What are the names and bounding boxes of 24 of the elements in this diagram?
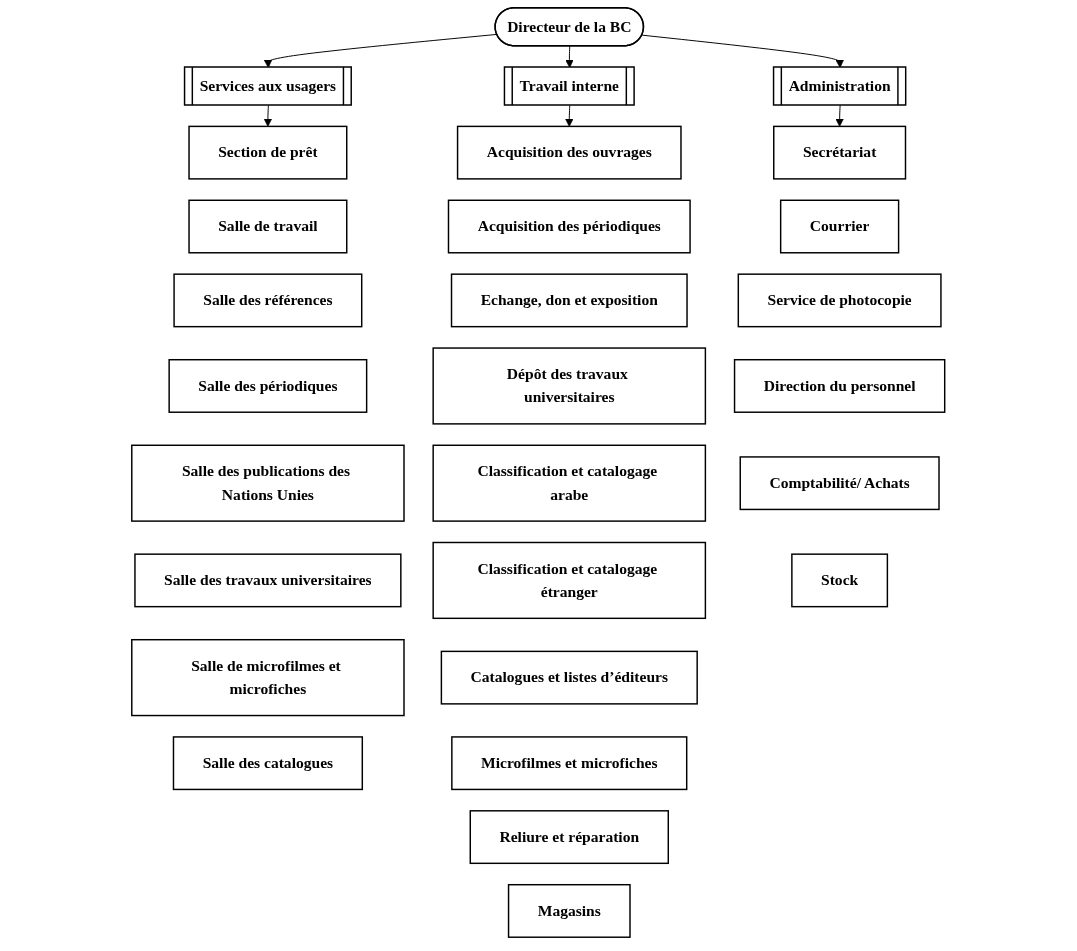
node-box: Dépôt des travaux universitaires — [432, 347, 707, 425]
node-box: Catalogues et listes d’éditeurs — [440, 650, 699, 705]
node-box: Salle des travaux universitaires — [134, 553, 402, 608]
node-box: Magasins — [508, 884, 631, 938]
node-box: Salle de travail — [188, 199, 348, 254]
node-box: Secrétariat — [773, 125, 907, 180]
node-box: Stock — [791, 553, 889, 608]
node-box: Section de prêt — [188, 125, 348, 180]
node-box: Classification et catalogage étranger — [432, 541, 707, 620]
node-box: Comptabilité/ Achats — [739, 456, 940, 511]
node-box: Microfilmes et microfiches — [451, 736, 688, 791]
node-box: Direction du personnel — [734, 359, 946, 413]
node-box: Courrier — [780, 199, 900, 254]
node-box: Echange, don et exposition — [451, 273, 688, 328]
node-box: Acquisition des ouvrages — [457, 125, 682, 180]
node-box: Classification et catalogage arabe — [432, 444, 707, 522]
node-box: Salle des références — [173, 273, 363, 328]
node-box: Reliure et réparation — [469, 810, 670, 865]
node-box: Salle des catalogues — [173, 736, 364, 791]
node-box: Acquisition des périodiques — [448, 199, 692, 254]
node-box: Salle de microfilmes et microfiches — [131, 639, 405, 717]
node-box: Salle des périodiques — [168, 359, 368, 413]
node-box: Salle des publications des Nations Unies — [131, 444, 405, 522]
node-box: Service de photocopie — [737, 273, 942, 328]
